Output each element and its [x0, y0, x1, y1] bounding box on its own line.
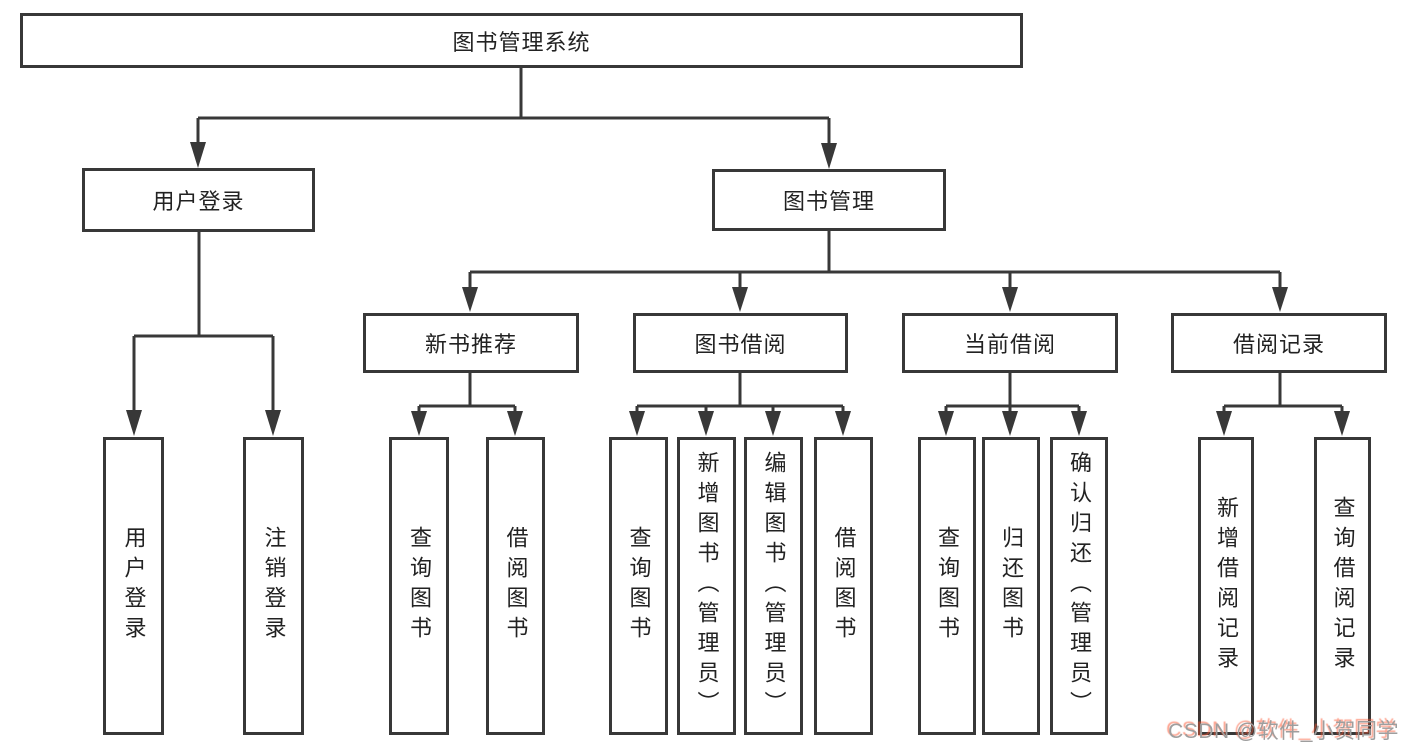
- node-label: 查询图书: [407, 526, 432, 646]
- node-new-book-recommend: 新书推荐: [363, 313, 579, 373]
- node-logout-leaf: 注销登录: [243, 437, 304, 735]
- node-label: 归还图书: [999, 526, 1024, 646]
- node-label: 查询图书: [935, 526, 960, 646]
- node-borrow-records: 借阅记录: [1171, 313, 1387, 373]
- node-current-borrow: 当前借阅: [902, 313, 1118, 373]
- node-query-books-borrow: 查询图书: [609, 437, 668, 735]
- node-user-login-leaf: 用户登录: [103, 437, 164, 735]
- node-label: 确认归还（管理员）: [1067, 451, 1092, 721]
- node-label: 借阅图书: [503, 526, 529, 646]
- node-label: 新增图书（管理员）: [694, 451, 720, 721]
- node-query-books-current: 查询图书: [918, 437, 976, 735]
- node-library-system: 图书管理系统: [20, 13, 1023, 68]
- node-return-book: 归还图书: [982, 437, 1040, 735]
- node-user-login: 用户登录: [82, 168, 315, 232]
- node-label: 注销登录: [261, 526, 287, 646]
- node-borrow-books-recommend: 借阅图书: [486, 437, 545, 735]
- node-add-book-admin: 新增图书（管理员）: [677, 437, 736, 735]
- node-label: 查询借阅记录: [1330, 496, 1356, 676]
- node-borrow-books-leaf: 借阅图书: [814, 437, 873, 735]
- node-confirm-return-admin: 确认归还（管理员）: [1050, 437, 1108, 735]
- node-label: 用户登录: [121, 526, 147, 646]
- node-label: 新增借阅记录: [1214, 496, 1239, 676]
- node-query-books-recommend: 查询图书: [389, 437, 449, 735]
- node-query-borrow-record: 查询借阅记录: [1314, 437, 1371, 735]
- node-edit-book-admin: 编辑图书（管理员）: [744, 437, 803, 735]
- node-add-borrow-record: 新增借阅记录: [1198, 437, 1254, 735]
- node-label: 查询图书: [626, 526, 652, 646]
- node-label: 借阅图书: [831, 526, 857, 646]
- node-label: 编辑图书（管理员）: [761, 451, 787, 721]
- node-book-borrow: 图书借阅: [633, 313, 848, 373]
- node-book-management: 图书管理: [712, 169, 946, 231]
- csdn-watermark: CSDN @软件_小贺同学: [1168, 720, 1399, 743]
